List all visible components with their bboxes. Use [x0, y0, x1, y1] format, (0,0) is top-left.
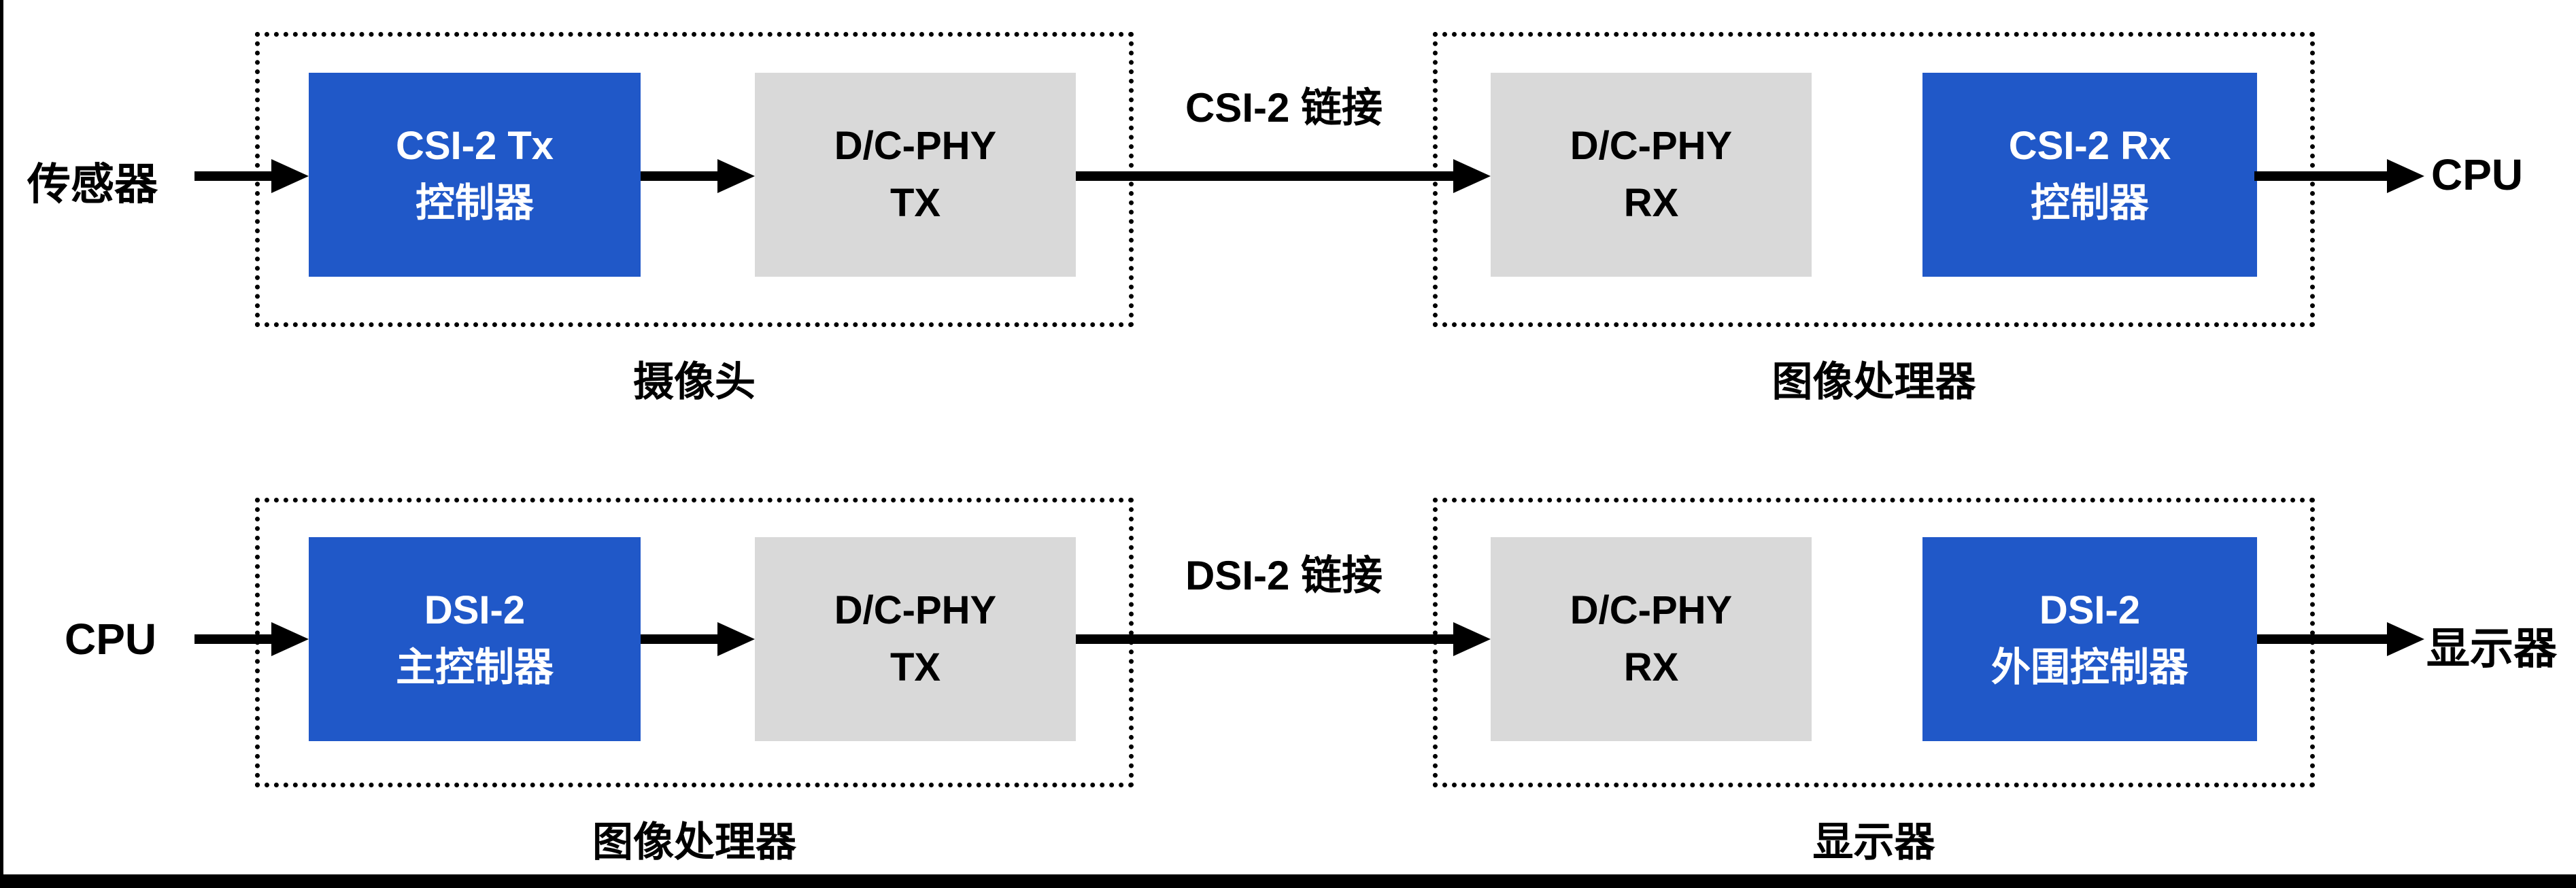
label-csi2-link: CSI-2 链接 [1185, 85, 1383, 131]
block-label-line2: TX [889, 645, 941, 689]
arrow-shaft [2257, 634, 2392, 644]
arrow-head-icon [2387, 622, 2424, 656]
block-phy-rx-bottom: D/C-PHY RX [1491, 537, 1812, 741]
arrow-shaft [1076, 634, 1458, 644]
arrow-head-icon [1453, 159, 1491, 193]
block-label-line1: D/C-PHY [834, 588, 997, 632]
arrow-controller-to-display [2257, 622, 2424, 656]
block-label-line1: DSI-2 [424, 588, 526, 632]
arrow-shaft [641, 171, 722, 181]
block-label-line1: CSI-2 Tx [395, 124, 554, 168]
bottom-border-bar [0, 874, 2576, 888]
block-csi2-tx-controller: CSI-2 Tx 控制器 [309, 73, 641, 277]
arrow-head-icon [717, 159, 755, 193]
caption-image-processor-bottom: 图像处理器 [592, 819, 796, 865]
caption-camera: 摄像头 [633, 359, 756, 405]
arrow-controller-to-cpu [2254, 159, 2424, 193]
block-label-line2: TX [889, 181, 941, 225]
block-label-line1: CSI-2 Rx [2008, 124, 2171, 168]
left-border-bar [0, 0, 3, 888]
arrow-shaft [194, 171, 276, 181]
arrow-head-icon [271, 159, 309, 193]
block-phy-rx-top: D/C-PHY RX [1491, 73, 1812, 277]
arrow-shaft [194, 634, 276, 644]
label-display-right: 显示器 [2426, 624, 2557, 673]
block-label-line1: D/C-PHY [1570, 588, 1733, 632]
block-label-line2: 外围控制器 [1990, 645, 2188, 689]
block-dsi2-peripheral-controller: DSI-2 外围控制器 [1922, 537, 2257, 741]
caption-display: 显示器 [1812, 819, 1935, 865]
arrow-shaft [641, 634, 722, 644]
arrow-sensor-to-controller [194, 159, 309, 193]
block-label-line2: 控制器 [2030, 181, 2149, 225]
block-label-line1: D/C-PHY [834, 124, 997, 168]
label-sensor: 传感器 [27, 160, 158, 209]
arrow-csi2-link [1076, 159, 1491, 193]
label-dsi2-link: DSI-2 链接 [1185, 553, 1383, 598]
block-label-line2: RX [1623, 181, 1679, 225]
label-cpu-top-right: CPU [2431, 150, 2524, 199]
block-label-line1: DSI-2 [2039, 588, 2141, 632]
block-phy-tx-bottom: D/C-PHY TX [755, 537, 1076, 741]
block-csi2-rx-controller: CSI-2 Rx 控制器 [1922, 73, 2257, 277]
arrow-shaft [1076, 171, 1458, 181]
arrow-shaft [2254, 171, 2392, 181]
arrow-head-icon [271, 622, 309, 656]
block-label-line2: 主控制器 [395, 645, 554, 689]
block-dsi2-host-controller: DSI-2 主控制器 [309, 537, 641, 741]
arrow-head-icon [717, 622, 755, 656]
block-label-line2: RX [1623, 645, 1679, 689]
arrow-dsi2-link [1076, 622, 1491, 656]
arrow-cpu-to-controller [194, 622, 309, 656]
caption-image-processor-top: 图像处理器 [1772, 359, 1976, 405]
arrow-controller-to-phy-top [641, 159, 755, 193]
label-cpu-bottom-left: CPU [65, 615, 157, 664]
block-label-line1: D/C-PHY [1570, 124, 1733, 168]
block-phy-tx-top: D/C-PHY TX [755, 73, 1076, 277]
block-label-line2: 控制器 [415, 181, 534, 225]
arrow-head-icon [2387, 159, 2424, 193]
arrow-head-icon [1453, 622, 1491, 656]
arrow-controller-to-phy-bottom [641, 622, 755, 656]
